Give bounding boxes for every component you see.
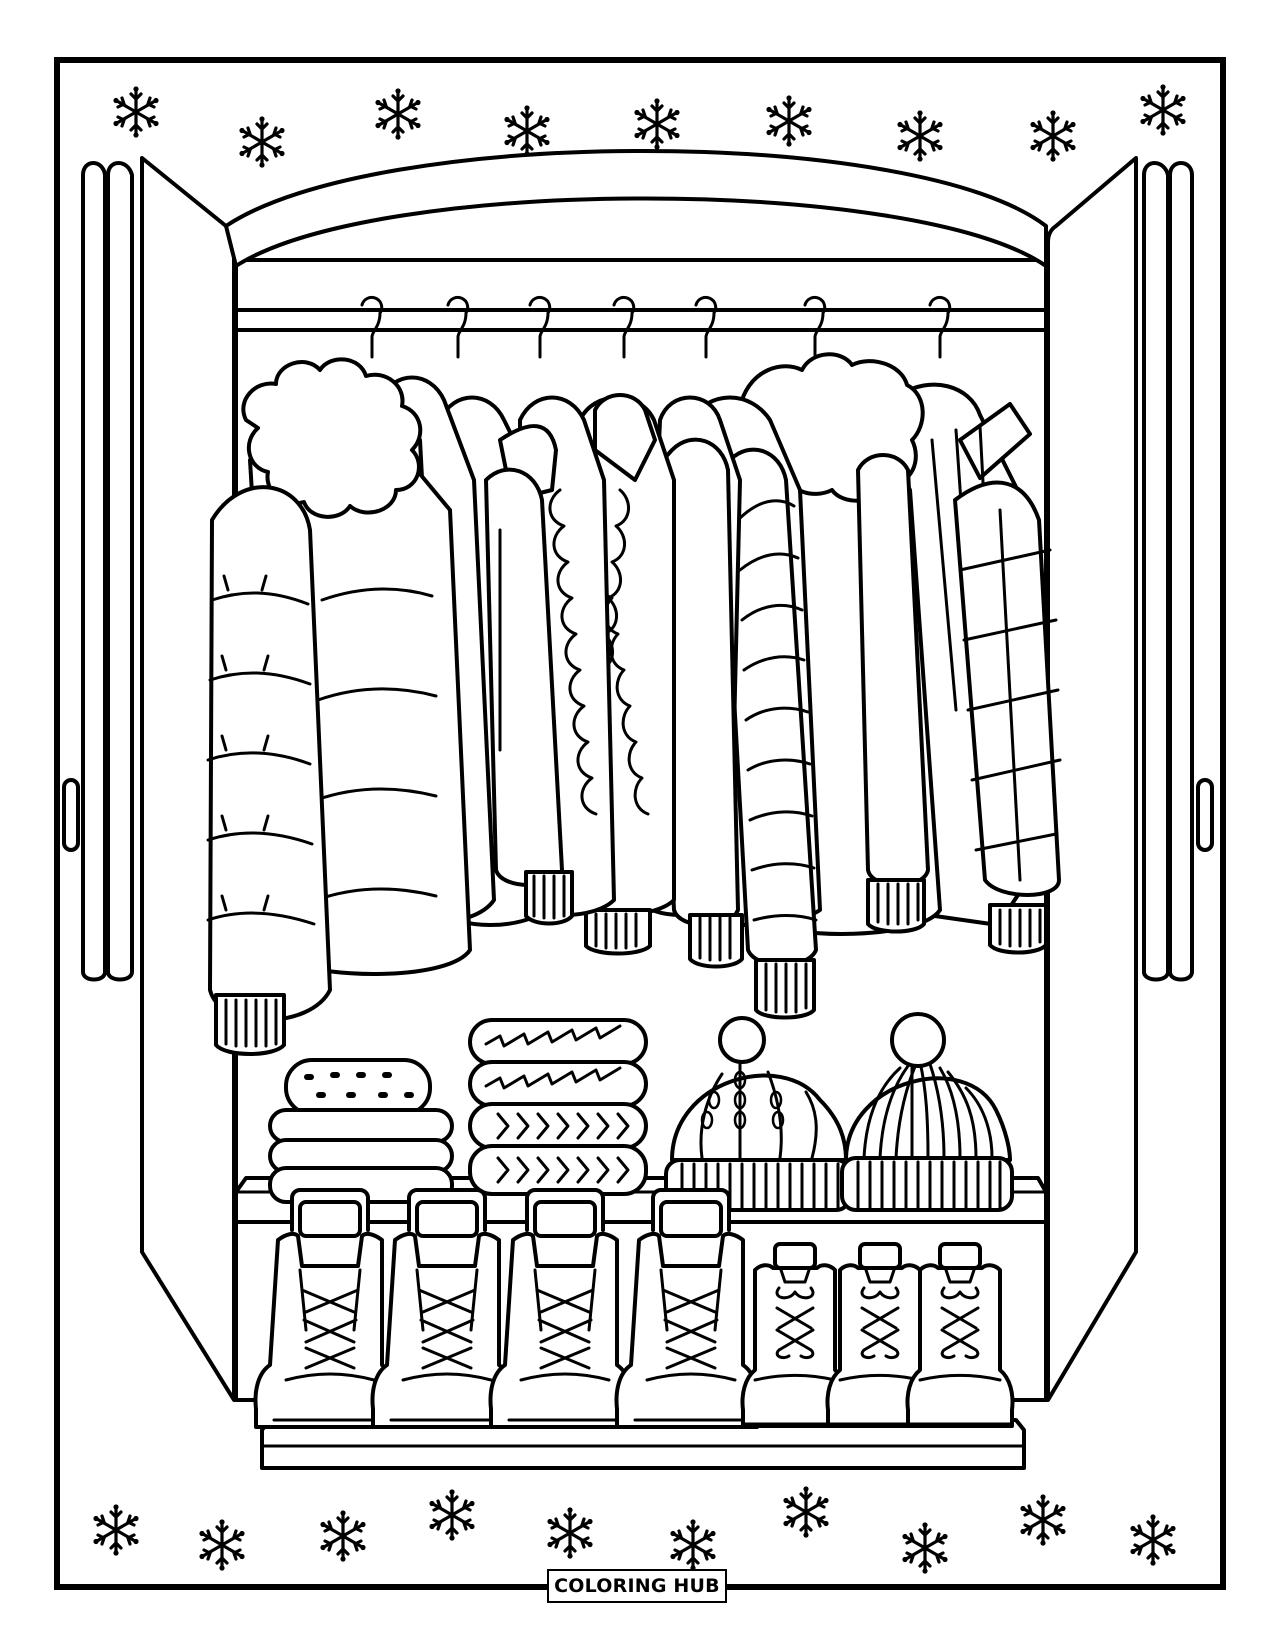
garment-puffer-jacket [206, 357, 472, 1056]
logo-text: COLORING HUB [554, 1575, 720, 1597]
right-door-handle [1196, 778, 1214, 852]
right-door [1046, 156, 1214, 1402]
snowflakes-bottom [91, 1484, 1178, 1576]
coloring-hub-logo: COLORING HUB [547, 1569, 727, 1603]
folded-zigzag-sweaters [468, 1018, 648, 1196]
clothes-rod [234, 308, 1048, 332]
left-door [62, 156, 236, 1402]
left-door-handle [62, 778, 80, 852]
folded-polka-dot-sweaters [268, 1058, 454, 1204]
ribbed-beanie [840, 1012, 1014, 1212]
